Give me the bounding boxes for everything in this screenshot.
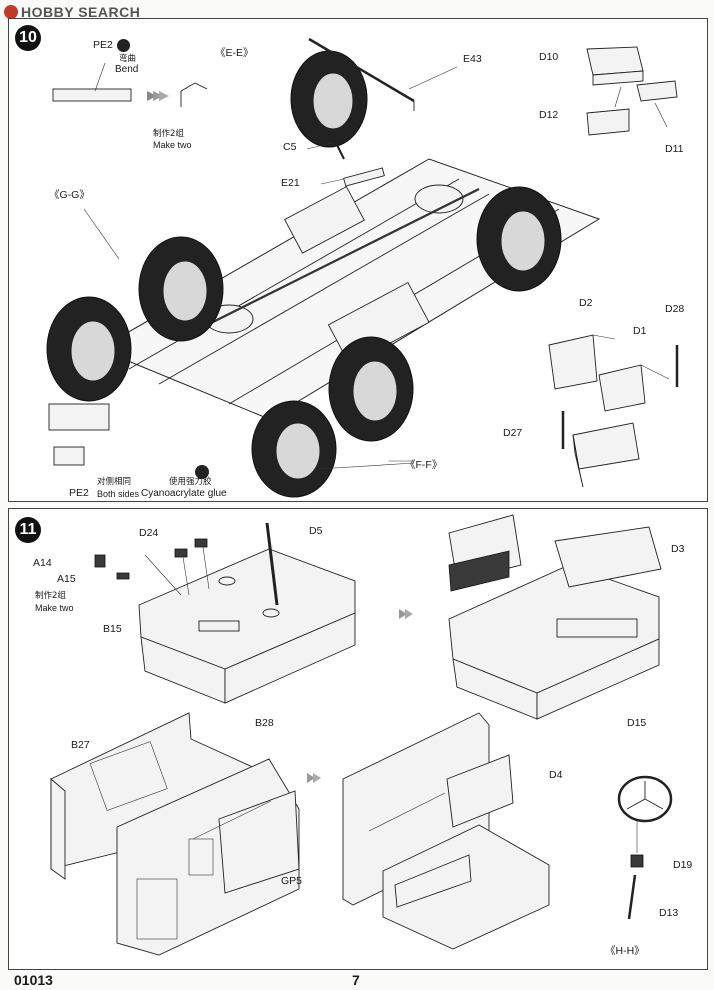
label-glue-en: Cyanoacrylate glue bbox=[141, 488, 227, 499]
label-make-two-en: Make two bbox=[153, 140, 192, 150]
d15-steering-wheel bbox=[617, 775, 673, 823]
label-d2: D2 bbox=[579, 297, 593, 309]
pe2-step bbox=[53, 446, 85, 466]
wheel-front-left bbox=[290, 50, 368, 148]
label-d3: D3 bbox=[671, 543, 685, 555]
label-ee: 《E-E》 bbox=[215, 47, 254, 59]
d5-lever bbox=[265, 522, 279, 606]
label-ff: 《F-F》 bbox=[405, 459, 443, 471]
a15-part bbox=[116, 572, 130, 580]
label-d13: D13 bbox=[659, 907, 679, 919]
label-d1: D1 bbox=[633, 325, 647, 337]
label-e43: E43 bbox=[463, 53, 482, 65]
seat-assembly bbox=[572, 422, 640, 470]
label-d11: D11 bbox=[665, 143, 684, 155]
glue-icon bbox=[195, 465, 209, 479]
wheel-rear-right-1 bbox=[328, 336, 414, 442]
label-a15: A15 bbox=[57, 573, 76, 585]
label-d12: D12 bbox=[539, 109, 559, 121]
d10-part bbox=[586, 46, 644, 76]
label-bend-cn: 弯曲 bbox=[119, 54, 137, 64]
label-c5: C5 bbox=[283, 141, 297, 153]
watermark: HOBBY SEARCH bbox=[4, 4, 140, 20]
d24-pedal-1 bbox=[174, 548, 188, 558]
d24-pedal-2 bbox=[194, 538, 208, 548]
d4-seat bbox=[446, 754, 514, 828]
d2-part bbox=[548, 334, 598, 390]
label-d28: D28 bbox=[665, 303, 685, 315]
label-b15: B15 bbox=[103, 623, 122, 635]
label-d19: D19 bbox=[673, 859, 693, 871]
product-code: 01013 bbox=[14, 972, 53, 988]
watermark-text: HOBBY SEARCH bbox=[21, 4, 141, 20]
watermark-logo-icon bbox=[4, 5, 18, 19]
label-b27: B27 bbox=[71, 739, 90, 751]
b15-cab-floor bbox=[138, 548, 356, 704]
bent-strip bbox=[180, 82, 208, 107]
label-d27: D27 bbox=[503, 427, 523, 439]
e43-tie-rod bbox=[308, 37, 415, 103]
label-pe2-top: PE2 bbox=[93, 39, 113, 51]
arrow-right-icon bbox=[307, 773, 321, 783]
label-d4: D4 bbox=[549, 769, 563, 781]
label-both-sides-cn: 对侧相同 bbox=[97, 477, 132, 487]
step-10-drawing bbox=[46, 37, 679, 498]
b27-back-wall bbox=[50, 712, 280, 880]
label-make-two-cn: 制作2组 bbox=[35, 591, 66, 601]
label-gg: 《G-G》 bbox=[49, 189, 90, 201]
label-glue-cn: 使用强力胶 bbox=[169, 477, 212, 487]
label-bend-en: Bend bbox=[115, 64, 139, 75]
c5-link bbox=[328, 128, 345, 160]
d13-column bbox=[627, 874, 637, 920]
label-gp5: GP5 bbox=[281, 875, 303, 887]
bend-icon bbox=[117, 39, 130, 52]
label-e21: E21 bbox=[281, 177, 300, 189]
cab-assembled bbox=[342, 712, 550, 950]
arrow-right-icon bbox=[399, 609, 413, 619]
label-d24: D24 bbox=[139, 527, 159, 539]
wheel-rear-left-2 bbox=[138, 236, 224, 342]
d12-part bbox=[586, 108, 630, 136]
label-make-two-cn: 制作2组 bbox=[153, 129, 184, 139]
wheel-rear-right-2 bbox=[251, 400, 337, 498]
label-both-sides-en: Both sides bbox=[97, 489, 140, 499]
step-10-panel: 10 bbox=[8, 18, 708, 502]
label-pe2-bottom: PE2 bbox=[69, 487, 89, 499]
page-number: 7 bbox=[352, 972, 360, 988]
wheel-rear-left-1 bbox=[46, 296, 132, 402]
step-number: 10 bbox=[15, 25, 41, 51]
step-11-drawing bbox=[50, 514, 673, 956]
step-number: 11 bbox=[15, 517, 41, 543]
a14-part bbox=[94, 554, 106, 568]
step-11-panel: 11 bbox=[8, 508, 708, 970]
wheel-front-right bbox=[476, 186, 562, 292]
label-d15: D15 bbox=[627, 717, 647, 729]
d11-part bbox=[636, 80, 678, 102]
e21-part bbox=[343, 167, 385, 187]
assembled-cab-floor bbox=[448, 514, 662, 720]
d19-part bbox=[630, 854, 644, 868]
d1-part bbox=[598, 364, 646, 412]
label-d10: D10 bbox=[539, 51, 559, 63]
arrow-right-icon bbox=[147, 91, 169, 101]
label-b28: B28 bbox=[255, 717, 274, 729]
label-hh: 《H-H》 bbox=[605, 945, 645, 957]
label-a14: A14 bbox=[33, 557, 52, 569]
d3-seat bbox=[554, 526, 662, 588]
label-make-two-en: Make two bbox=[35, 603, 74, 613]
label-d5: D5 bbox=[309, 525, 323, 537]
pe2-strip bbox=[52, 88, 132, 102]
